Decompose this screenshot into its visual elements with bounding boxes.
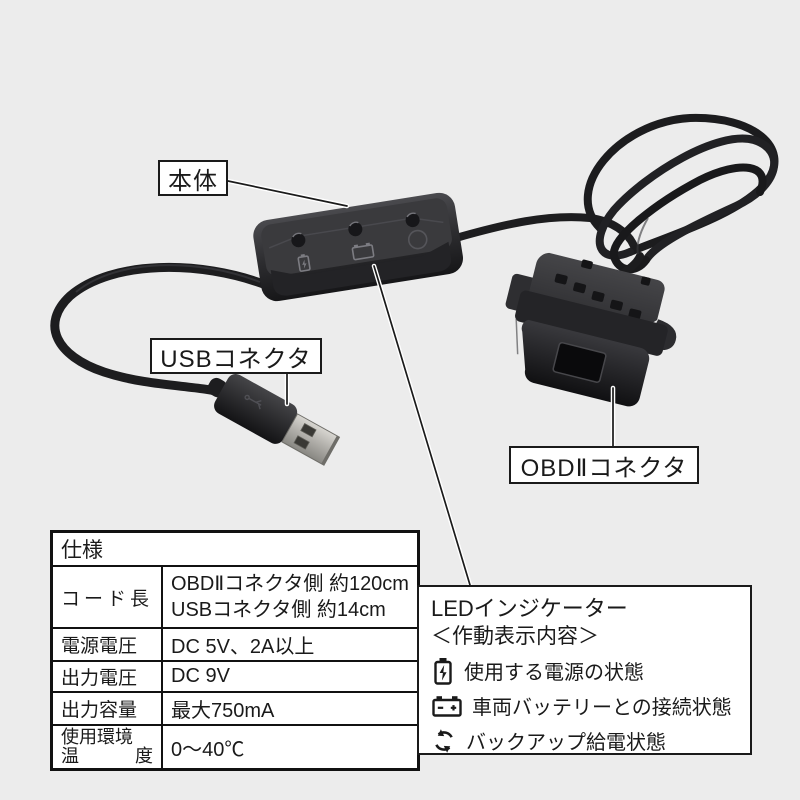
spec-label-operating-temp: 使用環境 温 度 [50, 724, 163, 771]
device-cycle-icon [407, 229, 428, 250]
spec-row-output-voltage: 出力電圧 DC 9V [50, 660, 420, 693]
spec-value-cord-usb: USBコネクタ側 約14cm [171, 599, 386, 621]
spec-label-output-voltage: 出力電圧 [50, 660, 163, 693]
led-legend-title: LEDインジケーター [431, 596, 628, 621]
coiled-cable [452, 113, 779, 284]
callout-body: 本体 [158, 160, 228, 196]
usb-cable [50, 262, 271, 398]
callout-usb-connector: USBコネクタ [150, 338, 322, 374]
led-legend-panel: LEDインジケーター ＜作動表示内容＞ 使用する電源の状態 車両バッテリーとの接… [417, 585, 752, 755]
spec-value-output-capacity: 最大750mA [160, 691, 420, 726]
spec-value-input-voltage: DC 5V、2A以上 [160, 627, 420, 662]
legend-item-battery-text: 車両バッテリーとの接続状態 [472, 697, 732, 719]
body-leader-line [225, 178, 350, 209]
device-led-dots [291, 212, 420, 248]
callout-obd-connector: OBDⅡコネクタ [509, 446, 699, 484]
legend-item-backup: バックアップ給電状態 [431, 723, 738, 758]
legend-item-power: 使用する電源の状態 [431, 653, 738, 688]
obd-connector [505, 252, 677, 407]
legend-leader-line [371, 263, 473, 588]
led-legend-subtitle: ＜作動表示内容＞ [431, 625, 599, 648]
spec-table-title: 仕様 [50, 530, 420, 567]
spec-value-cord-obd: OBDⅡコネクタ側 約120cm [171, 573, 409, 595]
backup-cycle-icon [435, 728, 453, 753]
device-car-battery-icon [351, 242, 375, 261]
legend-item-power-text: 使用する電源の状態 [464, 662, 644, 684]
spec-table: 仕様 コード長 OBDⅡコネクタ側 約120cm USBコネクタ側 約14cm … [50, 530, 420, 771]
power-battery-icon [434, 657, 452, 685]
spec-row-operating-temp: 使用環境 温 度 0〜40℃ [50, 724, 420, 771]
spec-value-operating-temp: 0〜40℃ [160, 724, 420, 771]
car-battery-icon [432, 695, 462, 717]
legend-item-backup-text: バックアップ給電状態 [466, 732, 666, 754]
spec-label-input-voltage: 電源電圧 [50, 627, 163, 662]
leader-lines [225, 178, 616, 588]
spec-row-output-capacity: 出力容量 最大750mA [50, 691, 420, 726]
spec-row-input-voltage: 電源電圧 DC 5V、2A以上 [50, 627, 420, 662]
usb-plug [207, 374, 341, 466]
legend-item-battery: 車両バッテリーとの接続状態 [431, 688, 738, 723]
spec-label-cord-length: コード長 [50, 565, 163, 629]
spec-label-env-line2-right: 度 [135, 746, 153, 766]
spec-title-row: 仕様 [50, 530, 420, 567]
spec-label-output-capacity: 出力容量 [50, 691, 163, 726]
device-power-battery-icon [297, 253, 311, 272]
spec-label-env-line2-left: 温 [61, 746, 79, 766]
device-body [253, 192, 464, 302]
spec-value-output-voltage: DC 9V [160, 660, 420, 693]
spec-row-cord-length: コード長 OBDⅡコネクタ側 約120cm USBコネクタ側 約14cm [50, 565, 420, 629]
spec-label-env-line1: 使用環境 [61, 727, 133, 747]
